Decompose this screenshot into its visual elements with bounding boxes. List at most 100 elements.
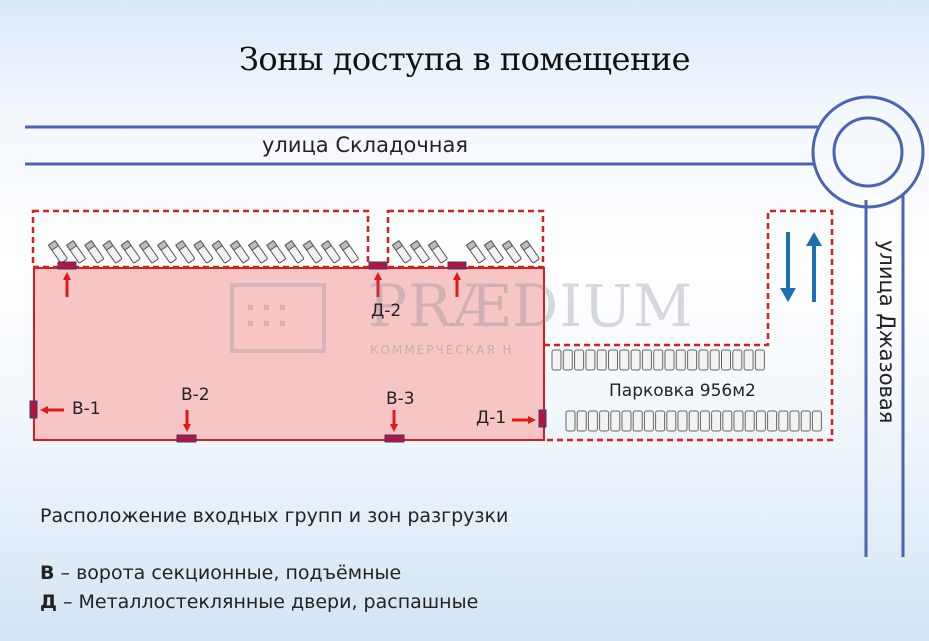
legend-gates-key: В — [40, 562, 55, 584]
car-icon — [778, 410, 789, 432]
gate-marker-top-3 — [447, 261, 467, 270]
legend-doors-text: – Металлостеклянные двери, распашные — [56, 591, 479, 613]
door-d1-marker — [538, 409, 547, 428]
traffic-arrow-up-head — [806, 232, 822, 246]
truck-icon — [138, 239, 159, 264]
truck-icon — [320, 239, 341, 264]
parking-label: Парковка 956м2 — [609, 381, 756, 401]
car-icon — [744, 410, 755, 432]
car-icon — [585, 349, 596, 371]
car-icon — [789, 410, 800, 432]
truck-icon — [284, 239, 305, 264]
car-icon — [630, 349, 641, 371]
truck-icon — [211, 239, 232, 264]
unloading-zone-right — [386, 209, 545, 269]
truck-icon — [409, 239, 430, 264]
car-icon — [574, 349, 585, 371]
legend-doors-key: Д — [40, 591, 57, 613]
truck-icon — [519, 239, 540, 264]
car-icon — [721, 349, 731, 371]
truck-icon — [156, 239, 177, 264]
car-icon — [641, 349, 652, 371]
car-icon — [610, 410, 621, 432]
truck-icon — [338, 239, 359, 264]
gate-v1-marker — [29, 400, 38, 419]
car-icon — [800, 410, 811, 432]
car-icon — [675, 349, 686, 371]
gate-v2-label: В-2 — [181, 385, 210, 405]
car-icon — [562, 349, 573, 371]
car-icon — [709, 349, 720, 371]
car-icon — [688, 410, 699, 432]
legend-doors: Д – Металлостеклянные двери, распашные — [40, 591, 478, 613]
watermark-logo — [230, 283, 326, 353]
truck-icon — [229, 239, 250, 264]
legend-gates-text: – ворота секционные, подъёмные — [54, 562, 402, 584]
building — [33, 267, 545, 441]
truck-icon — [483, 239, 504, 264]
car-icon — [711, 410, 722, 432]
gate-v1-label: В-1 — [72, 399, 101, 419]
gate-v3-label: В-3 — [386, 389, 415, 409]
car-icon — [811, 410, 822, 432]
car-icon — [755, 410, 766, 432]
car-rows — [551, 349, 822, 432]
truck-icon — [302, 239, 323, 264]
car-icon — [576, 410, 587, 432]
car-icon — [599, 410, 610, 432]
car-icon — [551, 349, 562, 371]
car-icon — [596, 349, 607, 371]
car-icon — [587, 410, 598, 432]
truck-icon — [120, 239, 141, 264]
car-icon — [653, 349, 664, 371]
car-icon — [619, 349, 630, 371]
truck-icon — [65, 239, 86, 264]
parking-zone — [544, 209, 834, 442]
legend-gates: В – ворота секционные, подъёмные — [40, 562, 401, 584]
car-icon — [664, 349, 675, 371]
car-icon — [733, 410, 744, 432]
car-icon — [666, 410, 677, 432]
truck-icon — [193, 239, 214, 264]
door-d2-label: Д-2 — [371, 301, 402, 321]
truck-icon — [465, 239, 486, 264]
car-icon — [608, 349, 618, 371]
car-icon — [767, 410, 778, 432]
street-skladochnaya-label: улица Складочная — [262, 133, 468, 157]
car-icon — [699, 410, 710, 432]
car-icon — [643, 410, 654, 432]
car-icon — [754, 349, 765, 371]
truck-icon — [391, 239, 412, 264]
traffic-arrow-down-head — [780, 288, 796, 302]
car-icon — [621, 410, 632, 432]
door-d1-label: Д-1 — [476, 408, 507, 428]
gate-v3-marker — [384, 434, 405, 443]
truck-row — [47, 239, 540, 264]
car-icon — [565, 410, 576, 432]
car-icon — [743, 349, 754, 371]
car-icon — [732, 349, 743, 371]
truck-icon — [175, 239, 195, 264]
truck-icon — [427, 239, 448, 264]
gate-marker-top-2 — [368, 261, 388, 270]
unloading-zone-left — [31, 209, 370, 269]
street-dzhazovaya-label: улица Джазовая — [875, 240, 899, 424]
truck-icon — [102, 239, 123, 264]
car-icon — [632, 410, 643, 432]
watermark-subtitle: КОММЕРЧЕСКАЯ Н — [370, 343, 514, 357]
page-title: Зоны доступа в помещение — [238, 40, 691, 78]
truck-icon — [247, 239, 268, 264]
car-icon — [677, 410, 688, 432]
roundabout-outer — [811, 95, 925, 209]
car-icon — [655, 410, 666, 432]
truck-icon — [84, 239, 104, 264]
legend-heading: Расположение входных групп и зон разгруз… — [40, 505, 509, 527]
truck-icon — [266, 239, 286, 264]
car-icon — [722, 410, 733, 432]
watermark-brand: PRÆDIUM — [368, 272, 694, 340]
car-icon — [687, 349, 698, 371]
roundabout-inner — [832, 116, 904, 188]
truck-icon — [47, 239, 68, 264]
gate-v2-marker — [176, 434, 197, 443]
